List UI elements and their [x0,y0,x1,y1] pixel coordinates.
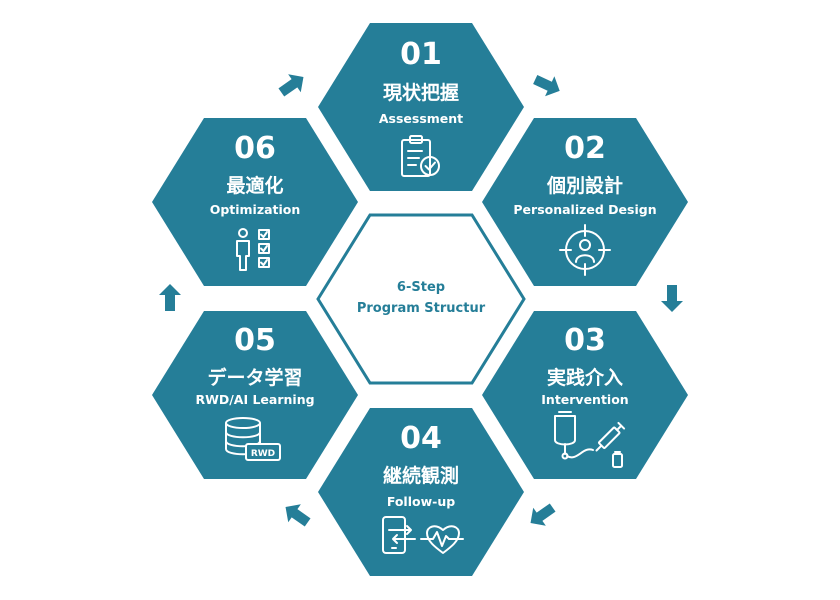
hex-step-01 [318,23,524,191]
step-title-en: Assessment [379,111,463,126]
step-05-data-learning: 05 データ学習 RWD/AI Learning RWD [152,311,358,479]
step-06-optimization: 06 最適化 Optimization [152,118,358,286]
arrow-04-to-05 [285,504,311,527]
step-title-jp: 現状把握 [383,81,459,104]
rwd-badge-label: RWD [251,449,275,459]
clipboard-check-icon [401,135,440,177]
arrow-01-to-02 [533,74,560,97]
step-title-jp: 個別設計 [546,174,623,197]
center-hex [316,213,526,385]
step-04-follow-up: 04 継続観測 Follow-up [318,408,524,576]
iv-bag-syringe-icon [554,411,626,468]
step-title-en: Follow-up [387,494,455,509]
arrow-06-to-01 [278,74,304,97]
step-01-assessment: 01 現状把握 Assessment [318,23,524,191]
step-03-intervention: 03 実践介入 Intervention [482,311,688,479]
center-title-line2: Program Structur [357,301,486,316]
rwd-badge [245,443,281,461]
target-person-icon [559,224,611,276]
phone-heartbeat-icon [382,516,464,554]
step-number: 01 [400,37,442,72]
arrow-03-to-04 [530,503,556,526]
hex-step-03 [482,311,688,479]
step-title-en: Optimization [210,202,301,217]
step-title-jp: 継続観測 [383,464,459,487]
step-02-personalized-design: 02 個別設計 Personalized Design [482,118,688,286]
hex-step-05 [152,311,358,479]
arrow-02-to-03 [661,285,683,312]
center-hub: 6-Step Program Structur [316,213,526,385]
step-title-en: Personalized Design [513,202,656,217]
step-number: 02 [564,131,606,166]
hex-step-04 [318,408,524,576]
hex-step-02 [482,118,688,286]
step-title-en: RWD/AI Learning [195,392,314,407]
database-icon: RWD [225,417,281,461]
step-number: 06 [234,131,276,166]
step-title-jp: 最適化 [226,174,283,197]
step-number: 04 [400,421,442,456]
step-title-jp: データ学習 [207,366,302,389]
center-title-line1: 6-Step [397,280,445,295]
hex-step-06 [152,118,358,286]
cycle-arrows [159,74,683,527]
step-number: 05 [234,323,276,358]
step-title-jp: 実践介入 [547,366,623,389]
step-title-en: Intervention [541,392,628,407]
arrow-05-to-06 [159,284,181,311]
person-checklist-icon [236,228,270,271]
step-number: 03 [564,323,606,358]
